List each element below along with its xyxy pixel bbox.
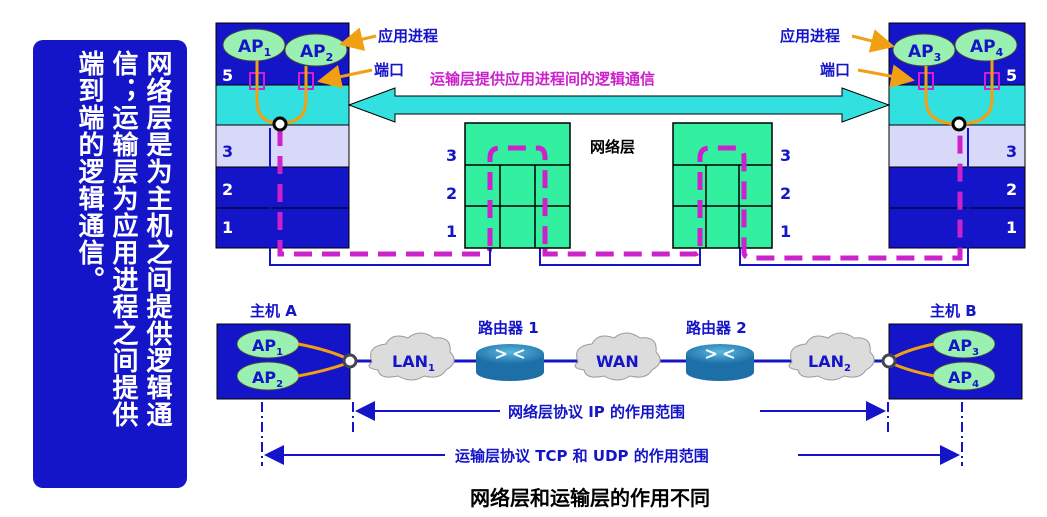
physical-path <box>269 128 969 266</box>
right-layer-2: 2 <box>1006 180 1017 199</box>
svg-text:AP2: AP2 <box>300 42 333 64</box>
svg-text:LAN1: LAN1 <box>392 352 435 374</box>
top-ap2: AP2 <box>284 33 348 67</box>
side-note-box: 网络层是为主机之间提供逻辑通 信；运输层为应用进程之间提供 端到端的逻辑通信。 <box>33 40 187 488</box>
top-ap3: AP3 <box>892 33 956 67</box>
diagram-caption: 网络层和运输层的作用不同 <box>470 486 710 510</box>
left-layer-3: 3 <box>222 142 233 161</box>
right-socket <box>951 116 967 132</box>
router-right-layer-3: 3 <box>780 146 791 165</box>
router-right-layer-1: 1 <box>780 222 791 241</box>
svg-text:AP3: AP3 <box>948 336 979 358</box>
app-process-right-label: 应用进程 <box>780 27 840 45</box>
router-grid-left <box>464 122 571 249</box>
top-ap1: AP1 <box>222 28 286 62</box>
port-right-label: 端口 <box>820 61 850 79</box>
transport-double-arrow <box>347 87 891 123</box>
top-ap4: AP4 <box>954 28 1018 62</box>
app-process-left-label: 应用进程 <box>378 27 438 45</box>
svg-text:AP3: AP3 <box>908 42 941 64</box>
router1-label: 路由器 1 <box>478 319 539 337</box>
router-right-layer-2: 2 <box>780 184 791 203</box>
right-process-line-1 <box>924 66 956 126</box>
left-layer-2: 2 <box>222 180 233 199</box>
port-left-label: 端口 <box>374 61 404 79</box>
left-layer-1: 1 <box>222 218 233 237</box>
svg-text:AP2: AP2 <box>252 368 283 390</box>
router-left-layer-1: 1 <box>446 222 457 241</box>
wan-cloud: WAN <box>574 332 661 381</box>
ip-scope-label: 网络层协议 IP 的作用范围 <box>508 403 685 421</box>
right-layer-1: 1 <box>1006 218 1017 237</box>
bottom-ap1: AP1 <box>236 329 300 359</box>
lan2-cloud: LAN2 <box>788 332 875 381</box>
side-note-col2: 信；运输层为应用进程之间提供 <box>108 50 138 428</box>
host-b-label: 主机 B <box>930 302 977 320</box>
lan1-cloud: LAN1 <box>368 332 455 381</box>
side-note-col1: 网络层是为主机之间提供逻辑通 <box>142 50 172 428</box>
bottom-ap3: AP3 <box>932 329 996 359</box>
bottom-ap2: AP2 <box>236 361 300 391</box>
host-a-label: 主机 A <box>250 302 297 320</box>
left-socket <box>272 116 288 132</box>
router1-icon <box>476 344 544 381</box>
host-b-socket <box>881 353 897 369</box>
left-layer-5: 5 <box>222 66 233 85</box>
router2-label: 路由器 2 <box>686 319 747 337</box>
svg-text:AP1: AP1 <box>238 37 271 59</box>
side-note-col3: 端到端的逻辑通信。 <box>74 50 104 293</box>
svg-text:AP4: AP4 <box>948 368 979 390</box>
svg-text:WAN: WAN <box>596 352 639 371</box>
router-grid-right <box>672 122 773 249</box>
right-layer-5: 5 <box>1006 66 1017 85</box>
router-left-layer-3: 3 <box>446 146 457 165</box>
transport-label: 运输层提供应用进程间的逻辑通信 <box>430 70 655 88</box>
host-a-socket <box>342 353 358 369</box>
tcp-udp-scope-label: 运输层协议 TCP 和 UDP 的作用范围 <box>455 447 709 465</box>
right-process-line-2 <box>961 60 994 126</box>
svg-text:LAN2: LAN2 <box>808 352 851 374</box>
left-process-line-2 <box>282 66 308 125</box>
svg-text:AP4: AP4 <box>970 37 1004 59</box>
router-left-layer-2: 2 <box>446 184 457 203</box>
router2-icon <box>686 344 754 381</box>
right-layer-3: 3 <box>1006 142 1017 161</box>
bottom-ap4: AP4 <box>932 361 996 391</box>
network-layer-label: 网络层 <box>590 138 635 156</box>
svg-text:AP1: AP1 <box>252 336 283 358</box>
